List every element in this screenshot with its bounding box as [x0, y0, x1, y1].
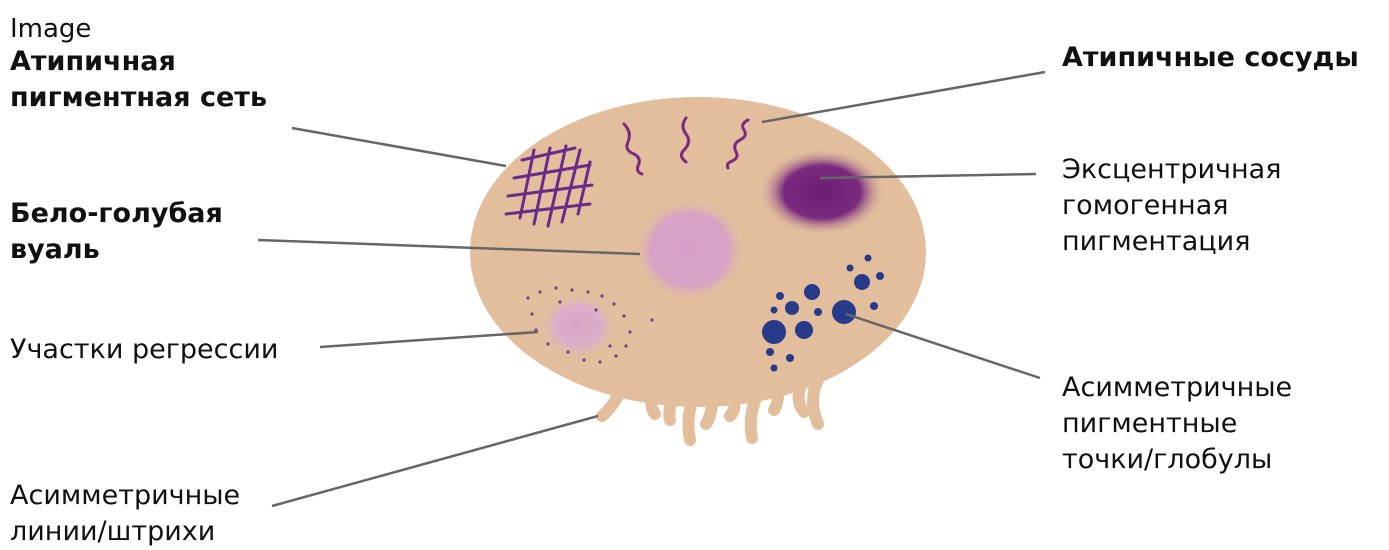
regression-area — [538, 292, 618, 360]
label-regression-areas: Участки регрессии — [10, 332, 278, 368]
eccentric-pigmentation — [758, 148, 886, 236]
label-atypical-vessels: Атипичные сосуды — [1062, 40, 1359, 76]
label-asymmetric-streaks: Асимметричные линии/штрихи — [10, 478, 240, 550]
label-asymmetric-dots: Асимметричные пигментные точки/глобулы — [1062, 370, 1292, 478]
leader-regression — [320, 332, 538, 347]
label-atypical-network: Атипичная пигментная сеть — [10, 44, 267, 116]
leader-network — [292, 128, 506, 166]
blue-white-veil — [634, 198, 746, 302]
leader-streaks — [272, 416, 598, 506]
label-eccentric-pigmentation: Эксцентричная гомогенная пигментация — [1062, 152, 1281, 260]
label-blue-white-veil: Бело-голубая вуаль — [10, 196, 223, 268]
leader-vessels — [762, 72, 1045, 122]
